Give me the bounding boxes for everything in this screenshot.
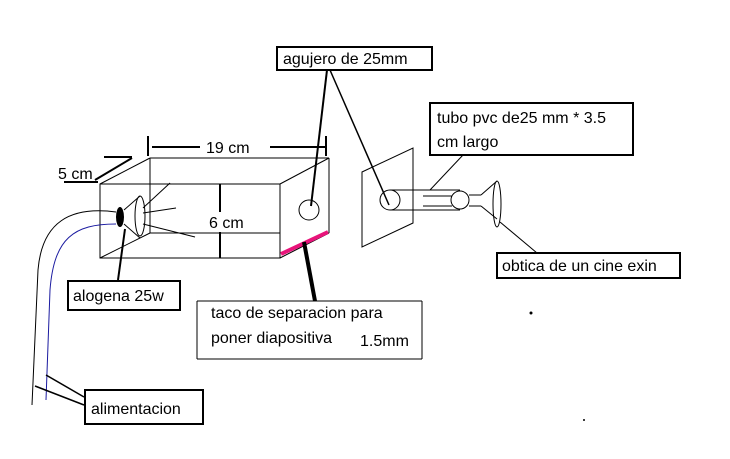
box — [99, 157, 330, 259]
stray-dot — [583, 419, 585, 421]
power-label-box — [84, 389, 204, 425]
lens-label: obtica de un cine exin — [502, 258, 657, 275]
tube-end — [450, 190, 470, 210]
power-cable-blue — [45, 223, 117, 401]
width-dimension: 19 cm — [206, 140, 250, 157]
depth-dimension: 5 cm — [58, 166, 93, 183]
spacer-label-line2: poner diapositiva — [211, 330, 332, 347]
tube-label-line2: cm largo — [437, 134, 498, 151]
spacer-label-line1: taco de separacion para — [211, 305, 383, 322]
spacer-label-box — [196, 300, 423, 360]
tube-label-box — [429, 102, 634, 156]
box-hole — [298, 199, 320, 221]
tube-label-line1: tubo pvc de25 mm * 3.5 — [437, 110, 606, 127]
panel — [361, 147, 414, 248]
height-dimension: 6 cm — [209, 215, 244, 232]
lamp-label-box — [67, 280, 181, 311]
power-cable-black — [31, 210, 117, 406]
power-label: alimentacion — [91, 401, 181, 418]
lens-assembly — [310, 69, 538, 254]
lens — [492, 180, 502, 228]
box-front-face — [99, 183, 281, 259]
lens-label-box — [496, 252, 681, 279]
hole-label: agujero de 25mm — [283, 51, 408, 68]
lamp-label: alogena 25w — [73, 288, 164, 305]
hole-label-box — [276, 46, 433, 71]
lamp — [116, 182, 196, 281]
spacer-size-label: 1.5mm — [360, 333, 409, 350]
power-pointer — [34, 374, 85, 406]
spacer-pointer — [302, 241, 317, 302]
dimension-lines — [64, 136, 327, 258]
stray-dot — [529, 311, 533, 315]
